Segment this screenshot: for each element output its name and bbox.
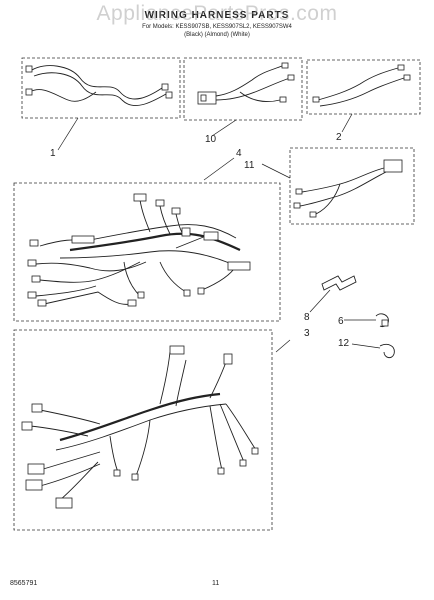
callout-1: 1 xyxy=(50,148,56,159)
bracket-part-8 xyxy=(321,275,357,291)
harness-part-10 xyxy=(197,62,295,105)
model-numbers: For Models: KESS907SB, KESS907SL2, KESS9… xyxy=(142,24,292,30)
harness-part-3 xyxy=(21,345,259,509)
page-title: WIRING HARNESS PARTS xyxy=(144,10,290,21)
callout-8: 8 xyxy=(304,312,310,323)
callout-6: 6 xyxy=(338,316,344,327)
clip-part-6 xyxy=(375,313,389,327)
callout-11: 11 xyxy=(244,160,255,171)
harness-part-11 xyxy=(293,159,403,218)
callout-10: 10 xyxy=(205,134,217,145)
callout-4: 4 xyxy=(236,148,242,159)
part-box-1 xyxy=(21,57,181,119)
harness-part-4 xyxy=(27,193,251,307)
part-box-2 xyxy=(306,59,421,115)
callout-3: 3 xyxy=(304,328,310,339)
tie-part-12 xyxy=(379,343,395,359)
callout-12: 12 xyxy=(338,338,350,349)
harness-part-2 xyxy=(312,64,411,107)
page-number: 11 xyxy=(212,580,220,587)
doc-number: 8565791 xyxy=(10,580,38,587)
part-box-4 xyxy=(13,182,281,322)
part-box-3 xyxy=(13,329,273,531)
harness-part-1 xyxy=(25,65,173,106)
model-colors: (Black) (Almond) (White) xyxy=(184,32,250,38)
part-box-11 xyxy=(289,147,415,225)
watermark: AppliancePartsPros.com xyxy=(96,2,338,25)
callout-2: 2 xyxy=(336,132,342,143)
